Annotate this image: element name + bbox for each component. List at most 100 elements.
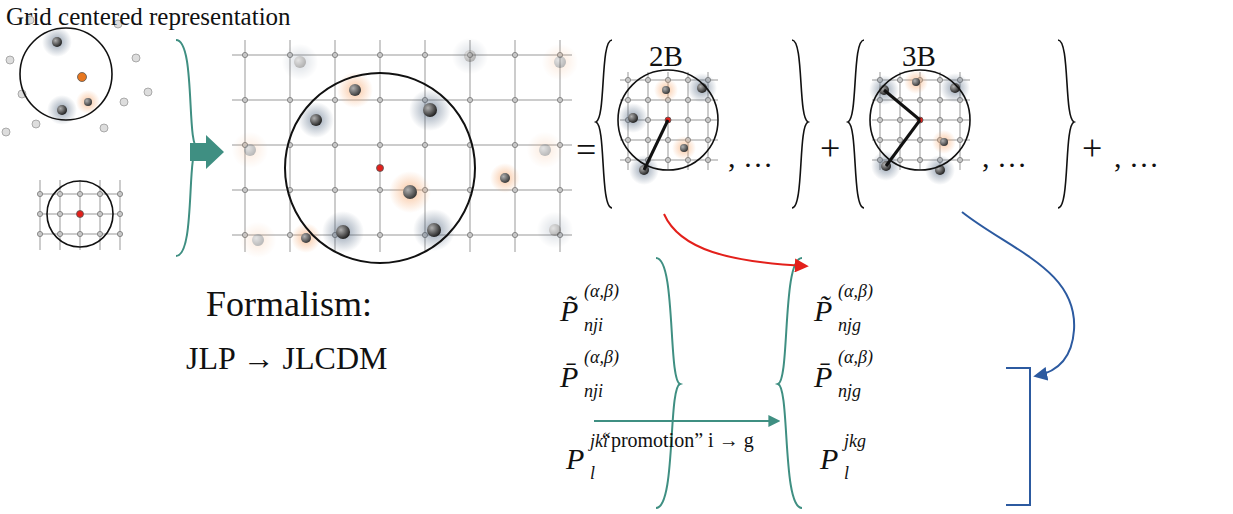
ellipsis: , … [982,142,1027,172]
center-point [377,165,384,172]
grid-point [117,211,122,216]
symbol: P̃ [814,296,832,326]
grid-point [117,231,122,236]
grid-point [917,137,922,142]
subscript: njg [838,316,861,334]
grid-point [57,211,62,216]
grid-point [377,52,382,57]
grid-point [665,137,670,142]
far-atom [2,128,10,136]
superscript: (α,β) [838,282,873,300]
superscript: (α,β) [838,348,873,366]
grid-point [512,142,517,147]
grid-point [332,97,337,102]
grid-point [377,142,382,147]
grid-point [57,231,62,236]
grid-point [957,137,962,142]
grid-point [937,117,942,122]
grid-point [332,142,337,147]
symbol: P̃ [560,296,578,326]
grid-point [937,97,942,102]
grid-point [625,97,630,102]
grid-point [117,191,122,196]
symbol: P [820,444,838,474]
grid-point [705,117,710,122]
orange-atom [490,163,520,193]
dark-atom [413,209,455,251]
grid-point [685,97,690,102]
grid-point [957,157,962,162]
grid-point [242,97,247,102]
dark-atom [452,38,488,74]
superscript: (α,β) [584,348,619,366]
grid-point [37,191,42,196]
center-point [78,73,87,82]
dark-atom [537,212,573,248]
grid-point [625,77,630,82]
subscript: njg [838,382,861,400]
superscript: (α,β) [584,282,619,300]
orange-atom [527,132,563,168]
grid-point [917,97,922,102]
subscript: nji [584,316,603,334]
grid-point [877,117,882,122]
grid-point [512,232,517,237]
operator: + [1082,130,1102,166]
far-atom [120,98,128,106]
grid-point [512,52,517,57]
orange-atom [240,222,276,258]
grid-point [377,97,382,102]
orange-atom [232,132,268,168]
symbol: P̄ [560,362,578,392]
grid-point [557,97,562,102]
symbol: P [566,444,584,474]
far-atom [32,120,40,128]
grid-point [97,211,102,216]
orange-atom [904,70,928,94]
orange-atom [672,136,696,160]
grid-point [97,231,102,236]
grid-point [877,137,882,142]
grid-point [422,142,427,147]
orange-atom [654,78,678,102]
subscript: l [844,464,849,482]
grid-point [467,232,472,237]
grid-point [467,97,472,102]
grid [37,180,122,250]
far-atom [144,88,152,96]
grid-point [645,77,650,82]
grid-point [957,117,962,122]
grid-point [332,187,337,192]
grid-point [897,77,902,82]
grid-point [645,137,650,142]
grid-point [625,157,630,162]
far-atom [100,124,108,132]
operator: + [820,130,840,166]
operator: = [576,132,596,168]
orange-atom [932,130,956,154]
dark-atom [282,44,318,80]
subscript: l [590,464,595,482]
ellipsis: , … [1114,142,1159,172]
grid [232,40,572,252]
grid-point [332,52,337,57]
dark-atom [409,89,451,131]
grid-point [377,187,382,192]
grid-point [685,117,690,122]
grid-point [705,137,710,142]
ellipsis: , … [728,142,773,172]
orange-atom [542,44,578,80]
grid-point [77,231,82,236]
far-atom [6,56,14,64]
grid-point [287,97,292,102]
orange-atom [76,90,100,114]
orange-atom [337,72,373,108]
grid-point [917,157,922,162]
grid-point [422,52,427,57]
grid-point [705,157,710,162]
grid-point [557,187,562,192]
grid-point [97,191,102,196]
formalism-name: JLP → JLCDM [186,342,388,374]
grid-point [897,137,902,142]
arrow-label: “promotion” i → g [602,430,754,450]
